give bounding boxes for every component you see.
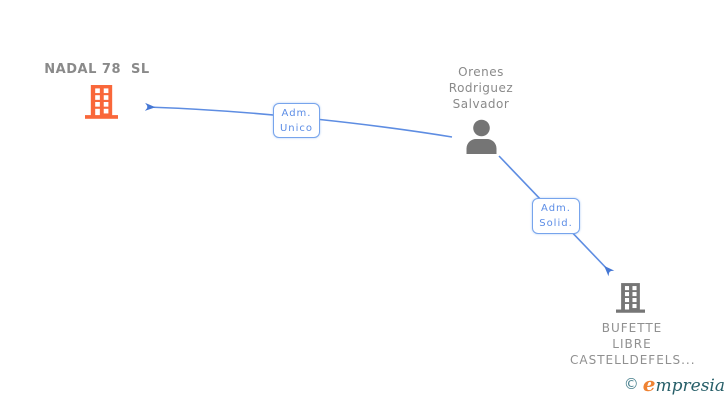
- empresia-logo: ©empresia: [624, 372, 725, 396]
- edge-label-adm-solid: Adm. Solid.: [532, 198, 580, 234]
- edge-label-line: Solid.: [539, 218, 573, 229]
- company2-label-line: CASTELLDEFELS...: [570, 353, 696, 367]
- edge-label-line: Adm.: [281, 107, 312, 119]
- company2-label-line: BUFETTE: [601, 321, 663, 335]
- edge-label-line: Adm.: [541, 203, 571, 214]
- edge-label-line: Unico: [279, 122, 314, 134]
- brand-initial: e: [642, 372, 656, 396]
- person-label-line: Orenes: [458, 65, 504, 79]
- edge-label-adm-unico: Adm. Unico: [273, 103, 320, 138]
- company1-label[interactable]: NADAL 78 SL: [44, 62, 150, 77]
- company2-label-line: LIBRE: [612, 337, 652, 351]
- person-label-line: Rodriguez: [448, 81, 514, 95]
- person-icon[interactable]: [463, 119, 500, 154]
- company1-building-icon[interactable]: [85, 85, 118, 119]
- company2-building-icon[interactable]: [616, 281, 645, 315]
- company2-label[interactable]: BUFETTE LIBRE CASTELLDEFELS...: [570, 320, 696, 368]
- person-label[interactable]: Orenes Rodriguez Salvador: [421, 64, 541, 112]
- person-label-line: Salvador: [452, 97, 510, 111]
- copyright-icon: ©: [623, 375, 639, 393]
- brand-name: mpresia: [655, 376, 726, 396]
